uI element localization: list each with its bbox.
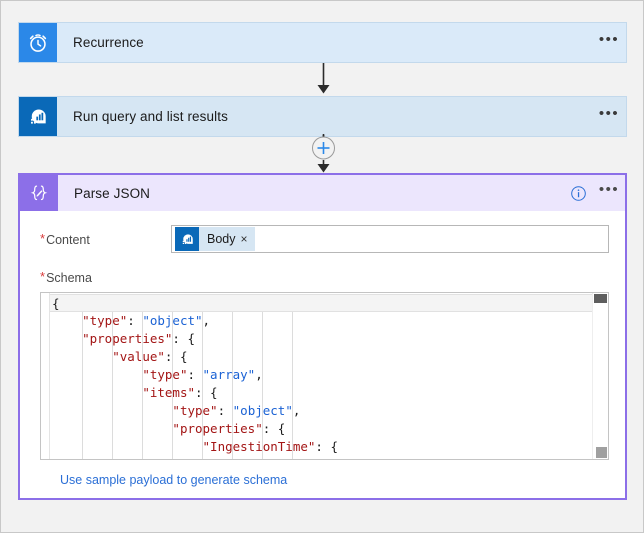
parse-json-title: Parse JSON	[74, 185, 151, 201]
flow-step-title: Run query and list results	[73, 109, 228, 124]
code-line: "value": {	[112, 349, 188, 364]
parse-json-body: *Content	[20, 211, 625, 487]
code-line: "properties": {	[82, 331, 195, 346]
parse-json-braces-icon	[20, 175, 58, 211]
flow-step-run-query[interactable]: Run query and list results •••	[18, 96, 627, 137]
flow-step-more-menu[interactable]: •••	[598, 30, 620, 48]
token-label: Body	[207, 232, 236, 246]
code-line: "IngestionTime": {	[202, 439, 338, 454]
code-line: "properties": {	[172, 421, 286, 436]
editor-scrollbar-thumb[interactable]	[594, 294, 607, 303]
alarm-clock-icon	[19, 23, 57, 62]
content-input[interactable]: Body ×	[171, 225, 609, 253]
required-marker: *	[40, 269, 46, 284]
editor-scrollbar[interactable]	[592, 293, 608, 459]
code-line: "type": "object",	[82, 313, 211, 328]
content-field-row: *Content	[40, 225, 609, 254]
code-line: "items": {	[142, 385, 218, 400]
dynamic-content-token-body[interactable]: Body ×	[175, 227, 255, 251]
content-field-label: *Content	[40, 225, 171, 248]
info-circle-icon[interactable]	[563, 175, 593, 211]
schema-editor[interactable]: { "type": "object", "properties": { "val…	[40, 292, 609, 460]
flow-step-parse-json[interactable]: Parse JSON ••• *Content	[18, 173, 627, 500]
code-line: "type": "string"	[50, 456, 592, 459]
schema-field-label: *Schema	[40, 270, 609, 286]
flow-step-title: Recurrence	[73, 35, 144, 50]
azure-monitor-logs-icon	[175, 227, 199, 251]
code-line: "type": "array",	[142, 367, 263, 382]
parse-json-header[interactable]: Parse JSON •••	[20, 175, 625, 211]
code-line: {	[50, 294, 592, 312]
parse-json-more-menu[interactable]: •••	[598, 181, 620, 198]
editor-gutter	[41, 293, 50, 459]
flow-step-more-menu[interactable]: •••	[598, 104, 620, 122]
schema-code-text[interactable]: { "type": "object", "properties": { "val…	[50, 293, 592, 459]
schema-label-text: Schema	[46, 271, 92, 285]
editor-resize-handle[interactable]	[596, 447, 607, 458]
token-remove-icon[interactable]: ×	[240, 232, 248, 246]
flow-step-recurrence[interactable]: Recurrence •••	[18, 22, 627, 63]
required-marker: *	[40, 231, 46, 246]
use-sample-payload-link[interactable]: Use sample payload to generate schema	[60, 473, 288, 487]
code-line: "type": "object",	[172, 403, 301, 418]
content-label-text: Content	[46, 233, 90, 247]
azure-monitor-logs-icon	[19, 97, 57, 136]
